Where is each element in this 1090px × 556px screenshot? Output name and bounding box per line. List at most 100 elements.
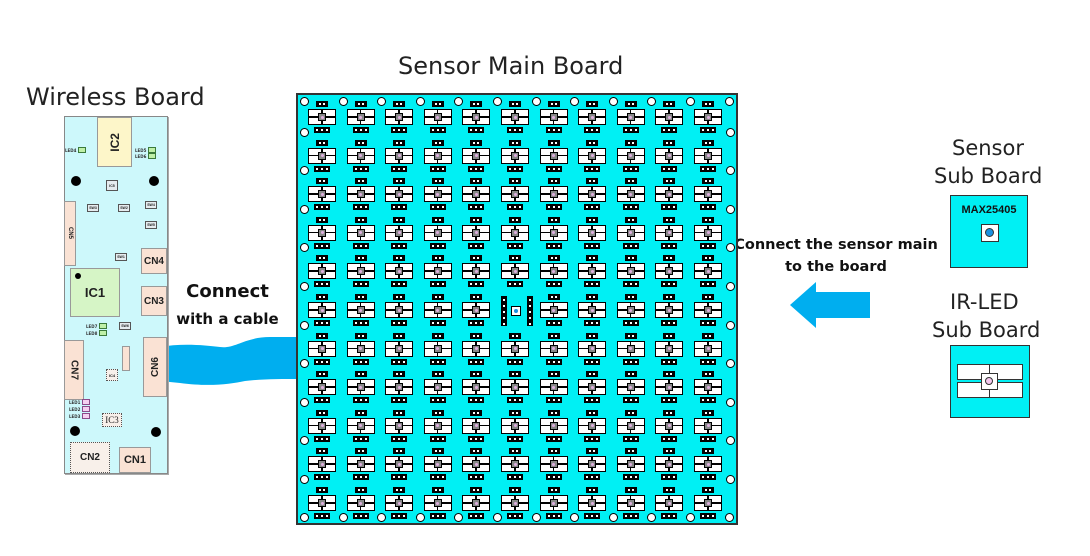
sw3-switch[interactable]: SW3 xyxy=(87,204,99,212)
chip-icon xyxy=(588,344,597,353)
chip-icon xyxy=(356,228,365,237)
chip-icon xyxy=(704,383,712,392)
chip-icon xyxy=(472,306,481,314)
mounting-hole xyxy=(726,204,735,214)
irled-sensor-cell xyxy=(306,101,338,137)
irled-sensor-cell xyxy=(345,101,377,137)
chip-icon xyxy=(433,460,442,469)
irled-sensor-cell xyxy=(538,371,570,407)
irled-sensor-cell xyxy=(692,101,724,137)
irled-sensor-cell xyxy=(460,332,492,369)
irled-sensor-cell xyxy=(460,487,492,523)
chip-icon xyxy=(472,267,481,276)
chip-icon xyxy=(511,190,519,199)
mounting-hole xyxy=(724,97,734,106)
chip-icon xyxy=(665,344,674,353)
sw5-switch[interactable]: SW5 xyxy=(145,221,157,229)
sw4-switch[interactable]: SW4 xyxy=(145,201,157,209)
irled-sensor-cell xyxy=(692,178,724,214)
irled-sensor-cell xyxy=(306,255,338,291)
irled-sensor-cell xyxy=(383,487,415,523)
irled-sensor-cell xyxy=(499,448,531,484)
mounting-hole xyxy=(338,97,348,106)
irled-sensor-cell xyxy=(499,101,531,137)
cn7-connector: CN7 xyxy=(64,340,84,400)
irled-sub-board-title-line1: IR-LED xyxy=(950,290,1019,314)
chip-icon xyxy=(433,190,442,199)
chip-icon xyxy=(472,421,481,430)
irled-sensor-cell xyxy=(615,409,647,446)
mounting-hole xyxy=(300,359,309,369)
chip-icon xyxy=(472,151,481,160)
cn2-connector: CN2 xyxy=(70,442,110,473)
chip-icon xyxy=(588,499,597,507)
irled-sensor-cell xyxy=(460,216,492,253)
irled-sensor-cell xyxy=(615,448,647,484)
chip-icon xyxy=(704,344,712,353)
irled-sensor-cell xyxy=(653,371,685,407)
irled-sensor-cell xyxy=(422,371,454,407)
chip-icon xyxy=(704,421,712,430)
irled-sensor-cell xyxy=(460,178,492,214)
chip-icon xyxy=(433,421,442,430)
arrow-left-icon xyxy=(790,282,870,328)
chip-icon xyxy=(395,190,404,199)
irled-sensor-cell xyxy=(460,371,492,407)
chip-icon xyxy=(588,228,597,237)
chip-icon xyxy=(472,344,481,353)
chip-icon xyxy=(549,421,558,430)
chip-icon xyxy=(433,113,442,121)
chip-icon xyxy=(511,151,519,160)
mounting-hole xyxy=(726,166,735,176)
chip-icon xyxy=(626,421,635,430)
small-component xyxy=(122,346,130,371)
irled-sensor-cell xyxy=(692,409,724,446)
chip-icon xyxy=(318,228,326,237)
chip-icon xyxy=(318,267,326,276)
irled-sensor-cell xyxy=(345,371,377,407)
chip-icon xyxy=(626,267,635,276)
irled-sensor-cell xyxy=(345,487,377,523)
irled-sensor-cell xyxy=(538,409,570,446)
irled-sensor-cell xyxy=(422,487,454,523)
chip-icon xyxy=(318,421,326,430)
chip-icon xyxy=(626,306,635,314)
chip-icon xyxy=(433,306,442,314)
chip-icon xyxy=(626,113,635,121)
chip-icon xyxy=(356,151,365,160)
chip-icon xyxy=(704,306,712,314)
irled-sensor-cell xyxy=(345,332,377,369)
irled-sensor-cell xyxy=(615,101,647,137)
chip-icon xyxy=(588,306,597,314)
mounting-hole xyxy=(454,513,464,522)
chip-icon xyxy=(472,190,481,199)
mounting-hole xyxy=(726,397,735,407)
chip-icon xyxy=(704,228,712,237)
irled-sensor-cell xyxy=(499,332,531,369)
irled-sensor-cell xyxy=(422,448,454,484)
irled-sensor-cell xyxy=(422,139,454,176)
sw2-switch[interactable]: SW2 xyxy=(118,204,130,212)
chip-icon xyxy=(665,383,674,392)
chip-icon xyxy=(588,190,597,199)
irled-sensor-cell xyxy=(383,294,415,330)
chip-icon xyxy=(549,460,558,469)
mounting-hole xyxy=(300,397,309,407)
mounting-hole xyxy=(151,427,161,437)
chip-icon xyxy=(356,267,365,276)
irled-sensor-cell xyxy=(460,139,492,176)
sw6-switch[interactable]: SW6 xyxy=(119,322,131,330)
irled-sensor-cell xyxy=(306,409,338,446)
chip-icon xyxy=(511,499,519,507)
mounting-hole xyxy=(415,97,425,106)
irled-sensor-cell xyxy=(653,409,685,446)
irled-sensor-cell xyxy=(692,371,724,407)
irled-sensor-cell xyxy=(460,101,492,137)
chip-icon xyxy=(318,190,326,199)
mounting-hole xyxy=(686,97,695,106)
chip-icon xyxy=(395,344,404,353)
irled-sensor-cell xyxy=(615,371,647,407)
chip-icon xyxy=(395,267,404,276)
chip-icon xyxy=(356,344,365,353)
sw1-switch[interactable]: SW1 xyxy=(115,253,127,261)
